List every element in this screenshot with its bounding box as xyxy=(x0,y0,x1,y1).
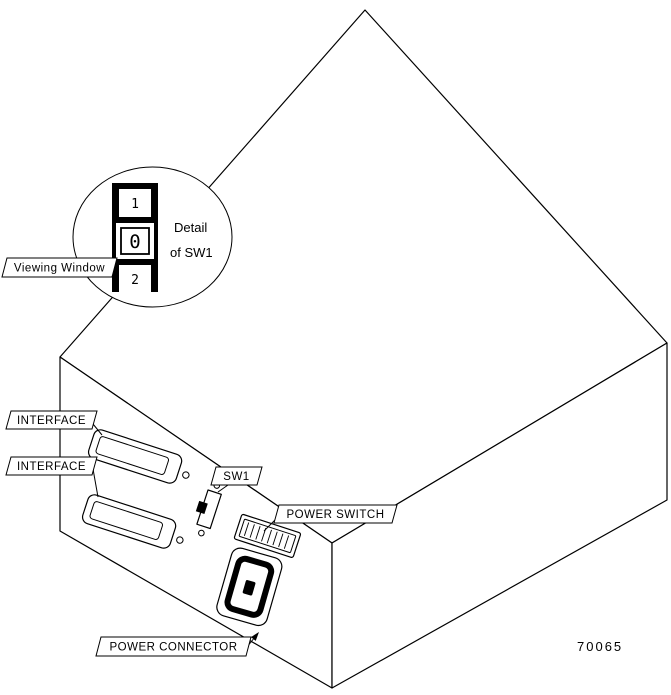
interface-top-tag xyxy=(5,410,98,430)
power-switch-tag xyxy=(273,504,398,524)
position-2-window xyxy=(119,265,151,293)
jackscrew-icon xyxy=(176,536,184,544)
power-connector xyxy=(216,547,283,627)
power-switch-label: POWER SWITCH xyxy=(287,509,385,521)
detail-caption-line1: Detail xyxy=(174,220,207,235)
position-1-window xyxy=(119,189,151,217)
power-connector-tag xyxy=(95,636,252,657)
jackscrew-icon xyxy=(182,471,190,479)
box-right-face xyxy=(331,342,668,689)
leader-interface-bottom xyxy=(92,468,99,498)
leader-interface-top xyxy=(92,423,103,436)
viewing-window-tag xyxy=(1,257,118,278)
connector-pin-field xyxy=(89,501,163,540)
leader-power-switch xyxy=(263,518,277,532)
sw1-tag xyxy=(210,466,263,486)
connector-shell xyxy=(87,429,183,484)
power-connector-label: POWER CONNECTOR xyxy=(109,642,237,654)
interface-bottom-tag xyxy=(5,456,98,476)
leader-power-connector-arrowhead xyxy=(251,632,259,641)
position-1-digit: 1 xyxy=(131,197,139,212)
switch-screw-bottom xyxy=(198,529,205,537)
power-switch xyxy=(233,513,302,558)
callout-tags: Viewing Window INTERFACE INTERFACE SW1 P… xyxy=(1,257,398,657)
connector-shell xyxy=(81,494,177,549)
figure-number: 70065 xyxy=(577,639,623,654)
interface-connector-bottom xyxy=(81,494,184,549)
interface-bottom-label: INTERFACE xyxy=(17,461,86,473)
interface-top-label: INTERFACE xyxy=(17,415,86,427)
sw1-label: SW1 xyxy=(223,471,249,483)
power-connector-pin-slot xyxy=(242,580,256,596)
sw1-detail-callout: 1 0 2 Detail of SW1 xyxy=(72,166,233,308)
device-box xyxy=(59,9,668,689)
connector-pin-field xyxy=(95,436,169,475)
position-2-digit: 2 xyxy=(131,273,139,288)
detail-caption-line2: of SW1 xyxy=(170,245,213,260)
leader-sw1 xyxy=(217,484,229,493)
interface-connector-top xyxy=(87,429,190,484)
viewing-window-label: Viewing Window xyxy=(14,263,105,275)
switch-knob xyxy=(195,500,208,515)
viewing-window-inner xyxy=(120,227,150,255)
current-position-digit: 0 xyxy=(129,231,140,253)
